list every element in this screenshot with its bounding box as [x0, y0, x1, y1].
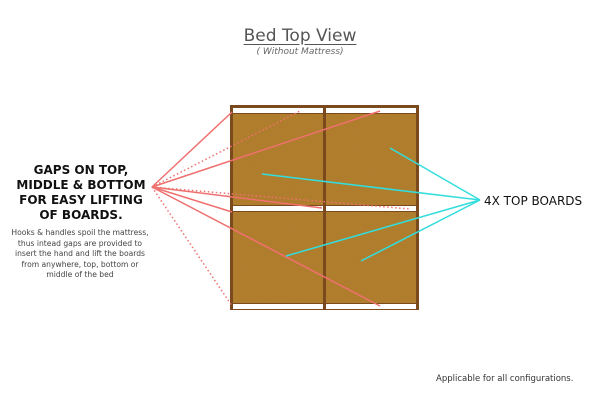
gaps-heading-line-1: GAPS ON TOP, [33, 163, 129, 177]
bottom-gap-left [233, 304, 323, 309]
gaps-heading-line-2: MIDDLE & BOTTOM [16, 178, 146, 192]
configurations-footnote: Applicable for all configurations. [436, 374, 574, 384]
gap-leader-lines [151, 110, 411, 307]
middle-gap-left [233, 206, 323, 211]
gaps-note-line-4: from anywhere, top, bottom or [21, 259, 139, 269]
diagram-title: Bed Top View [243, 26, 357, 46]
gaps-note-line-2: thus intead gaps are provided to [17, 238, 143, 248]
bottom-gap-right [326, 304, 416, 309]
top-board-1 [233, 114, 323, 205]
gaps-note-line-3: insert the hand and lift the boards [14, 249, 146, 258]
gap-leader-middle-solid [151, 186, 323, 209]
gaps-note-line-5: middle of the bed [46, 270, 114, 279]
gap-leader-bottom-dotted [151, 186, 233, 307]
gaps-callout-note: Hooks & handles spoil the mattress, thus… [2, 228, 158, 281]
diagram-subtitle: ( Without Mattress) [256, 47, 344, 57]
board-leader-3 [285, 199, 481, 257]
middle-gap-right [326, 206, 416, 211]
top-board-4 [326, 212, 416, 303]
top-board-3 [233, 212, 323, 303]
gap-leader-lower-left [151, 186, 233, 213]
top-boards-label: 4X TOP BOARDS [484, 194, 583, 208]
board-leader-lines [261, 147, 481, 262]
gap-leader-middle-dotted [151, 186, 411, 210]
board-leader-1 [261, 173, 481, 201]
gaps-note-line-1: Hooks & handles spoil the mattress, [11, 228, 149, 237]
gap-leader-top-right [151, 110, 381, 188]
gaps-heading-line-3: FOR EASY LIFTING [19, 193, 143, 207]
gaps-callout-heading: GAPS ON TOP, MIDDLE & BOTTOM FOR EASY LI… [6, 163, 156, 223]
gap-leader-bottom-solid [151, 186, 381, 307]
top-boards [233, 114, 416, 303]
lifting-gaps [233, 108, 416, 309]
gaps-heading-line-4: OF BOARDS. [39, 208, 123, 222]
gap-leader-top-solid [151, 111, 233, 188]
board-leader-2 [389, 147, 481, 201]
board-leader-4 [360, 199, 481, 262]
top-gap-right [326, 108, 416, 113]
top-gap-left [233, 108, 323, 113]
